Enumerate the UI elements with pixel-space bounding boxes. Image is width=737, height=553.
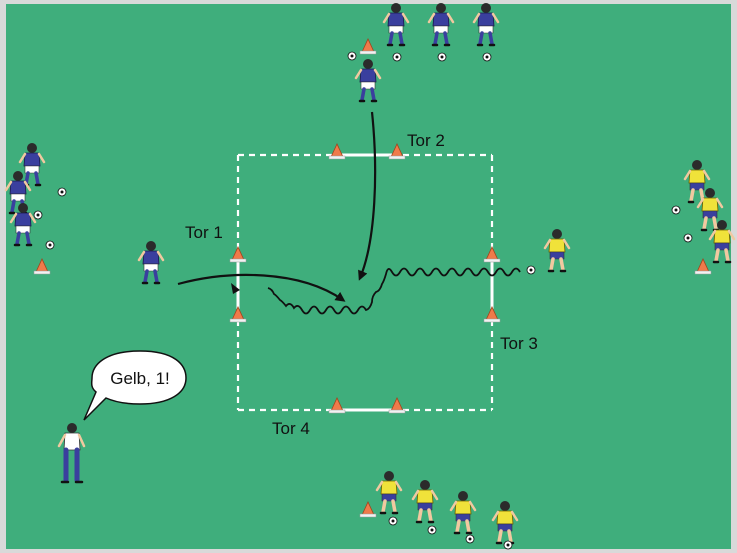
run-path-left: [177, 273, 346, 302]
soccer-ball-icon: [671, 205, 681, 215]
dribble-path-right: [267, 267, 521, 315]
coach-figure-icon: [57, 423, 86, 484]
soccer-ball-icon: [526, 265, 536, 275]
speech-bubble: Gelb, 1!: [83, 350, 187, 421]
soccer-ball-icon: [57, 187, 67, 197]
soccer-ball-icon: [45, 240, 55, 250]
soccer-ball-icon: [427, 525, 437, 535]
gate-1-label: Tor 1: [185, 223, 223, 242]
gate-3-label: Tor 3: [500, 334, 538, 353]
soccer-ball-icon: [392, 52, 402, 62]
coach-speech-text: Gelb, 1!: [110, 369, 170, 388]
grid-square: [236, 153, 494, 412]
soccer-ball-icon: [437, 52, 447, 62]
soccer-ball-icon: [503, 540, 513, 550]
gate-2-label: Tor 2: [407, 131, 445, 150]
soccer-ball-icon: [347, 51, 357, 61]
soccer-ball-icon: [33, 210, 43, 220]
soccer-ball-icon: [482, 52, 492, 62]
run-path-top: [358, 111, 377, 281]
dribble-arrowhead: [231, 283, 240, 294]
soccer-ball-icon: [465, 534, 475, 544]
gate-4-label: Tor 4: [272, 419, 310, 438]
soccer-ball-icon: [683, 233, 693, 243]
field: [6, 4, 731, 549]
soccer-ball-icon: [388, 516, 398, 526]
